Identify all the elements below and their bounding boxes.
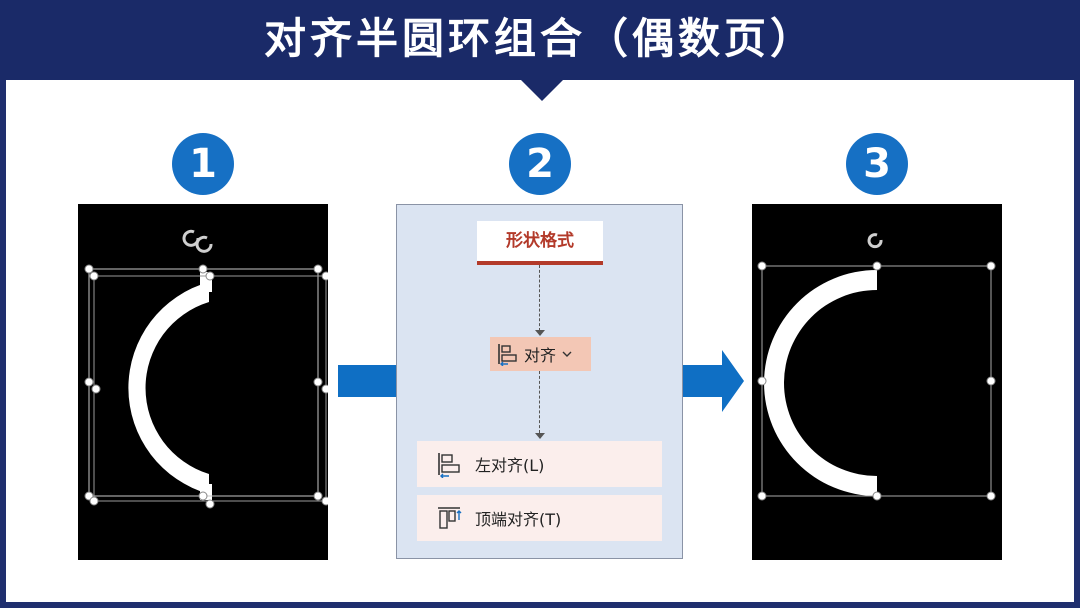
menu-item-align-top[interactable]: 顶端对齐(T) <box>417 495 662 541</box>
half-ring-aligned-shape <box>764 270 877 496</box>
banner-notch <box>520 79 564 101</box>
step-3-shapes[interactable] <box>752 204 1002 560</box>
step-1-canvas <box>78 204 328 560</box>
align-top-icon <box>435 504 463 532</box>
step-3-badge: 3 <box>846 133 908 195</box>
flow-arrow-1 <box>338 365 396 397</box>
step-1-shapes[interactable] <box>78 204 328 560</box>
flow-arrow-2-body <box>683 365 723 397</box>
connector-arrowhead-2 <box>535 433 545 439</box>
step-2-badge: 2 <box>509 133 571 195</box>
title-banner <box>0 0 1080 80</box>
page-title: 对齐半圆环组合（偶数页） <box>263 14 816 63</box>
dashed-connector-2 <box>539 371 540 433</box>
tab-shape-format[interactable]: 形状格式 <box>477 221 603 261</box>
step-3-canvas <box>752 204 1002 560</box>
flow-arrow-2-head <box>722 350 744 412</box>
align-left-icon <box>435 450 463 478</box>
rotate-handle-icon <box>867 233 883 249</box>
resize-handles <box>84 264 328 509</box>
dashed-connector-1 <box>539 265 540 331</box>
menu-item-align-top-label: 顶端对齐(T) <box>475 510 562 529</box>
menu-item-align-left-label: 左对齐(L) <box>475 456 545 475</box>
ribbon-steps-panel: 形状格式 对齐 左对齐(L) <box>396 204 683 559</box>
menu-item-align-left[interactable]: 左对齐(L) <box>417 441 662 487</box>
tab-underline <box>477 261 603 265</box>
rotate-handle-icon <box>182 229 213 253</box>
align-button-label: 对齐 <box>524 346 557 365</box>
half-ring-shape <box>128 282 209 494</box>
connector-arrowhead-1 <box>535 330 545 336</box>
align-left-icon <box>496 342 518 366</box>
resize-handles <box>757 261 996 501</box>
chevron-down-icon <box>562 350 572 358</box>
step-1-badge: 1 <box>172 133 234 195</box>
align-dropdown-button[interactable]: 对齐 <box>490 337 591 371</box>
